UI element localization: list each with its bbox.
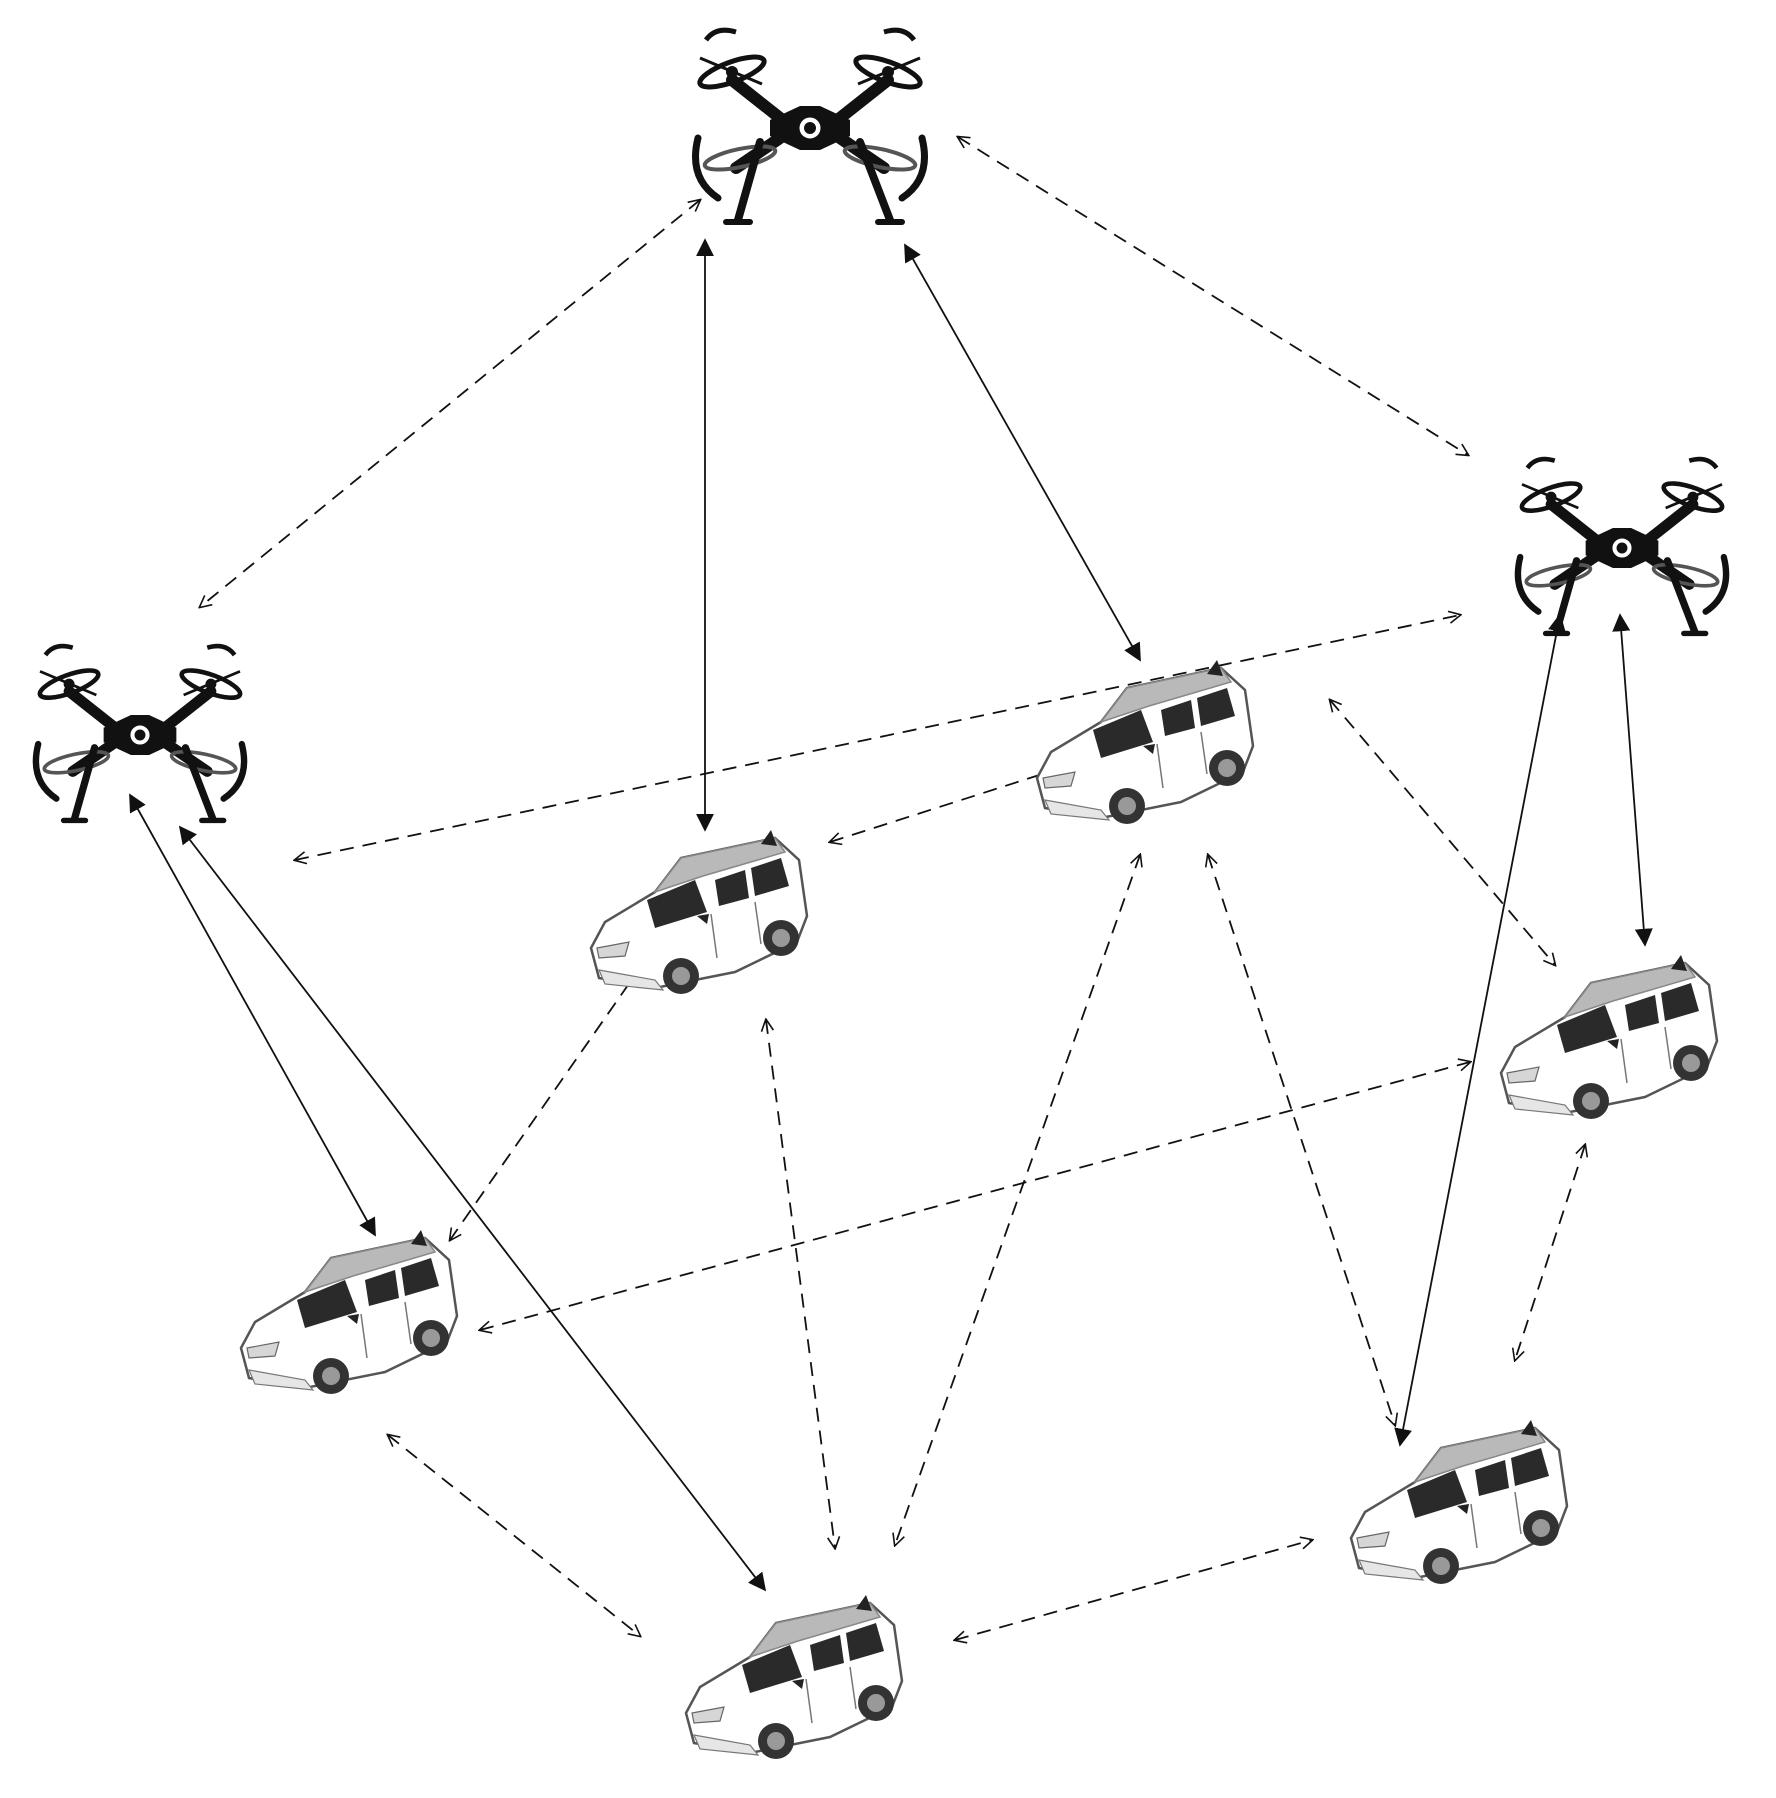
dashed-link-car-mid-right-to-car-right — [1330, 700, 1555, 965]
dashed-link-car-center-to-car-bottom — [766, 1020, 835, 1548]
car-bottom-right-car-icon — [1349, 1420, 1569, 1586]
nodes-layer — [36, 30, 1726, 1761]
dashed-link-car-mid-right-to-car-bottom-right — [1208, 855, 1395, 1425]
dashed-link-uav-top-to-uav-left — [200, 200, 700, 607]
uav-top-drone-icon — [696, 30, 925, 222]
car-mid-right-car-icon — [1035, 660, 1255, 826]
car-bottom-car-icon — [684, 1595, 904, 1761]
solid-link-uav-right-to-car-bottom-right — [1394, 613, 1566, 1447]
uav-right-drone-icon — [1518, 459, 1726, 633]
car-left-car-icon — [239, 1230, 459, 1396]
dashed-link-car-center-to-car-mid-right — [830, 770, 1055, 842]
uav-left-drone-icon — [36, 646, 244, 820]
solid-link-uav-top-to-car-mid-right — [904, 243, 1141, 662]
links-layer — [129, 137, 1653, 1640]
dashed-link-car-mid-right-to-car-bottom — [895, 855, 1140, 1545]
dashed-link-car-center-to-car-left — [450, 965, 642, 1240]
car-center-car-icon — [589, 830, 809, 996]
solid-link-uav-right-to-car-right — [1612, 613, 1653, 947]
dashed-link-car-left-to-car-bottom — [388, 1435, 640, 1636]
car-right-car-icon — [1499, 955, 1719, 1121]
dashed-link-car-right-to-car-bottom-right — [1515, 1145, 1585, 1360]
dashed-link-uav-top-to-uav-right — [958, 137, 1468, 455]
dashed-link-car-left-to-car-right — [480, 1062, 1470, 1330]
solid-link-uav-left-to-car-left — [129, 793, 376, 1237]
dashed-link-car-center-to-uav-right — [295, 615, 1460, 860]
dashed-link-car-bottom-to-car-bottom-right — [955, 1540, 1312, 1640]
